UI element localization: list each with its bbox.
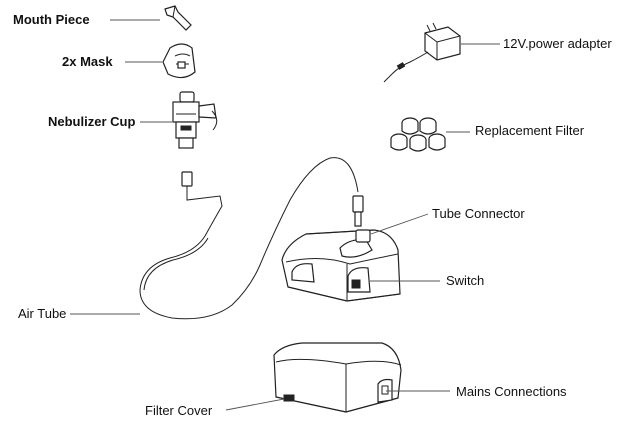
- switch-label: Switch: [446, 273, 485, 288]
- mouth-piece-illustration: [164, 5, 192, 31]
- filter-cover-label: Filter Cover: [145, 403, 213, 418]
- base-unit-illustration: [273, 342, 402, 413]
- tube-connector-label: Tube Connector: [432, 206, 525, 221]
- replacement-filter-illustration: [390, 117, 446, 152]
- main-unit-illustration: [281, 229, 401, 302]
- mouth-piece-label: Mouth Piece: [13, 12, 90, 27]
- power-adapter-label: 12V.power adapter: [503, 36, 612, 51]
- replacement-filter-label: Replacement Filter: [475, 123, 585, 138]
- mask-illustration: [162, 43, 196, 79]
- filter-cover-leader-line: [225, 398, 285, 411]
- nebulizer-cup-label: Nebulizer Cup: [48, 114, 136, 129]
- mains-connections-label: Mains Connections: [456, 384, 567, 399]
- air-tube-illustration: [139, 157, 364, 320]
- tube-connector-leader-line: [370, 213, 429, 235]
- power-adapter-illustration: [383, 22, 461, 83]
- mask-label: 2x Mask: [62, 54, 113, 69]
- nebulizer-cup-illustration: [172, 91, 218, 149]
- air-tube-label: Air Tube: [18, 306, 67, 321]
